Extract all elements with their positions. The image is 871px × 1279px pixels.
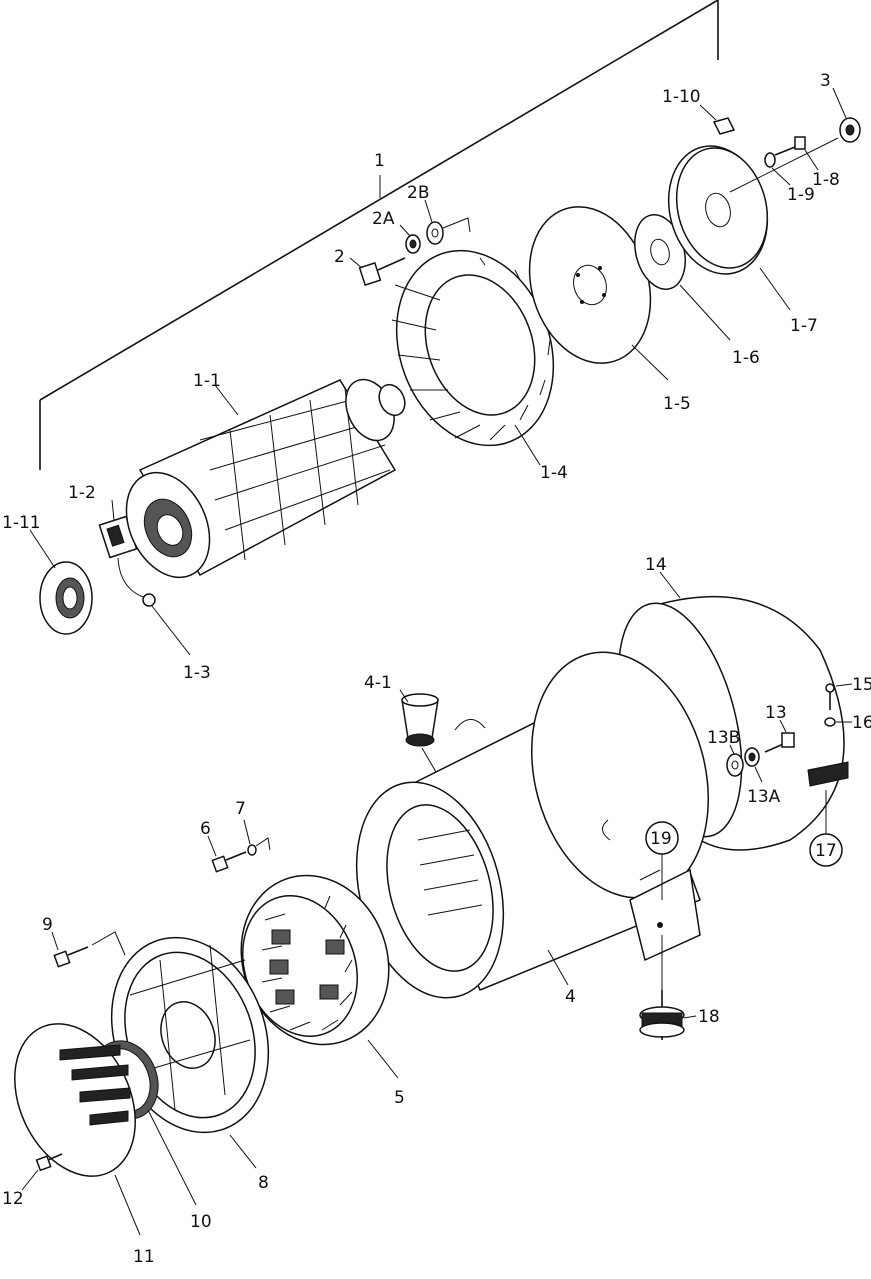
label-1-7: 1-7: [790, 316, 818, 336]
label-1-10: 1-10: [662, 87, 701, 107]
bolt-6: [207, 835, 247, 873]
label-7: 7: [235, 799, 246, 819]
part-labels: 1 2 2A 2B 3 1-1 1-2 1-3 1-4 1-5 1-6 1-7 …: [2, 71, 871, 1267]
label-3: 3: [820, 71, 831, 91]
washer-1-9: [764, 152, 791, 186]
label-6: 6: [200, 819, 211, 839]
label-19: 19: [650, 829, 672, 849]
label-8: 8: [258, 1173, 269, 1193]
bearing-3: [729, 87, 861, 193]
label-1-6: 1-6: [732, 348, 760, 368]
label-4-1: 4-1: [364, 673, 392, 693]
bolt-1-8: [774, 136, 819, 171]
clamp-17: [807, 761, 849, 867]
disc-1-5: [528, 206, 669, 381]
assembly-group-bracket: [39, 0, 719, 470]
cover-11: [14, 1023, 141, 1236]
label-13A: 13A: [747, 787, 781, 807]
label-12: 12: [2, 1189, 24, 1209]
screw-15: [825, 683, 853, 710]
frame-4: [355, 651, 709, 999]
label-1: 1: [374, 151, 385, 171]
label-2: 2: [334, 247, 345, 267]
label-1-2: 1-2: [68, 483, 96, 503]
bearing-1-11: [29, 529, 93, 635]
plate-1-6: [634, 214, 731, 341]
brush-holder-1-2: [98, 499, 191, 656]
label-15: 15: [852, 675, 871, 695]
label-4: 4: [565, 987, 576, 1007]
washer-16: [824, 717, 852, 727]
label-11: 11: [133, 1247, 155, 1267]
label-1-9: 1-9: [787, 185, 815, 205]
stator-5: [240, 874, 399, 1079]
label-2A: 2A: [372, 209, 395, 229]
label-2B: 2B: [407, 183, 429, 203]
mount-18: [639, 935, 697, 1040]
label-14: 14: [645, 555, 667, 575]
coupling-disc-1-7: [667, 145, 791, 311]
bolt-2-assembly: [349, 199, 471, 286]
label-1-11: 1-11: [2, 513, 41, 533]
label-17: 17: [815, 841, 837, 861]
washer-7: [243, 819, 271, 856]
label-1-4: 1-4: [540, 463, 568, 483]
label-13: 13: [765, 703, 787, 723]
weight-1-10: [699, 104, 736, 135]
fan-1-4: [391, 249, 555, 466]
mount-19: [645, 821, 679, 900]
label-5: 5: [394, 1088, 405, 1108]
rotor-1-1: [125, 378, 406, 579]
label-18: 18: [698, 1007, 720, 1027]
label-1-3: 1-3: [183, 663, 211, 683]
bolt-13-assembly: [726, 719, 795, 783]
grommet-4-1: [399, 689, 439, 773]
label-1-1: 1-1: [193, 371, 221, 391]
label-16: 16: [852, 713, 871, 733]
bolt-9: [51, 931, 126, 968]
label-1-8: 1-8: [812, 170, 840, 190]
label-13B: 13B: [707, 728, 740, 748]
label-9: 9: [42, 915, 53, 935]
label-1-5: 1-5: [663, 394, 691, 414]
screw-12: [21, 1153, 63, 1191]
label-10: 10: [190, 1212, 212, 1232]
